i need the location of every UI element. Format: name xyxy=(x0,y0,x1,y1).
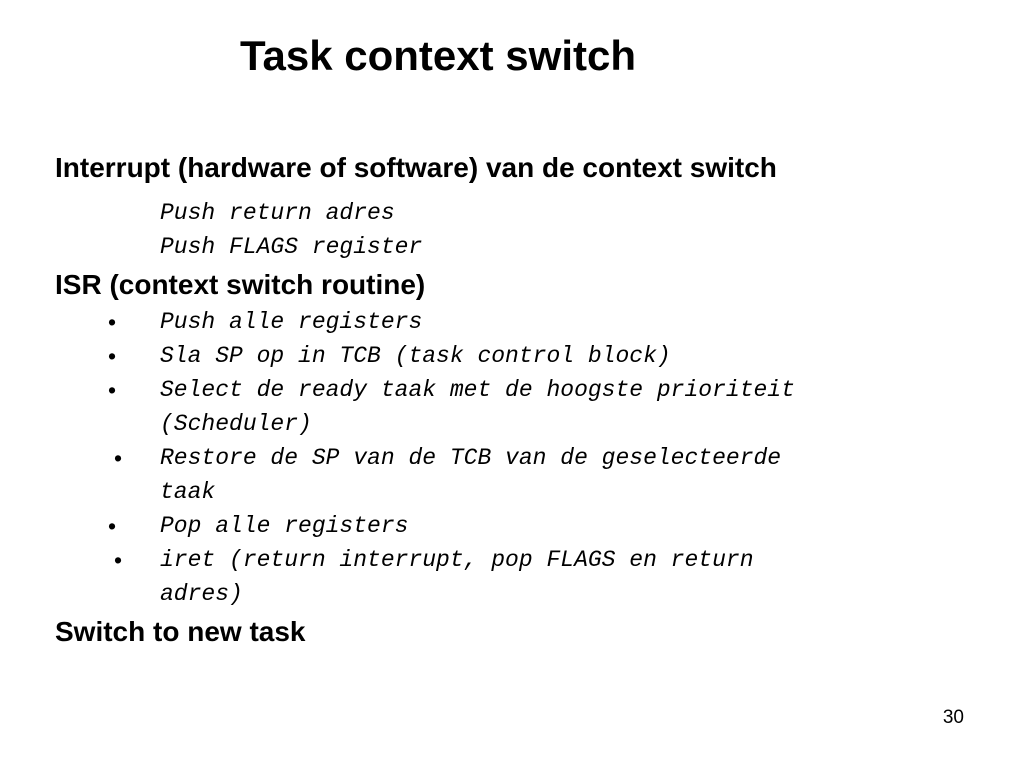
isr-step-5: Pop alle registers xyxy=(160,513,409,539)
interrupt-step-2: Push FLAGS register xyxy=(160,234,423,260)
isr-step-2: Sla SP op in TCB (task control block) xyxy=(160,343,671,369)
final-heading: Switch to new task xyxy=(55,616,306,647)
isr-step-6-continued: adres) xyxy=(160,581,243,607)
bullet-marker: • xyxy=(114,445,123,471)
bullet-marker: • xyxy=(108,513,117,539)
isr-step-4-continued: taak xyxy=(160,479,216,505)
interrupt-heading: Interrupt (hardware of software) van de … xyxy=(55,152,777,183)
isr-step-1: Push alle registers xyxy=(160,309,423,335)
isr-step-3: Select de ready taak met de hoogste prio… xyxy=(160,377,795,403)
isr-step-3-continued: (Scheduler) xyxy=(160,411,312,437)
bullet-marker: • xyxy=(108,343,117,369)
page-number: 30 xyxy=(942,707,964,728)
isr-heading: ISR (context switch routine) xyxy=(55,269,426,300)
slide-title: Task context switch xyxy=(239,32,636,79)
bullet-marker: • xyxy=(108,377,117,403)
interrupt-step-1: Push return adres xyxy=(160,200,395,226)
bullet-marker: • xyxy=(114,547,123,573)
bullet-marker: • xyxy=(108,309,117,335)
isr-step-6: iret (return interrupt, pop FLAGS en ret… xyxy=(160,547,754,573)
isr-step-4: Restore de SP van de TCB van de geselect… xyxy=(160,445,782,471)
